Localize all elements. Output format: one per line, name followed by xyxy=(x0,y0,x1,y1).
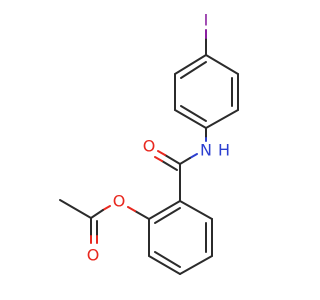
bond-carbonyl-double xyxy=(161,160,178,171)
bond-carbonyl-colored xyxy=(157,150,166,156)
bond-double-inner xyxy=(154,251,181,268)
atom-ester-oxygen: O xyxy=(113,192,126,211)
bond xyxy=(148,255,181,275)
bond xyxy=(174,54,207,75)
atom-carbonyl-oxygen: O xyxy=(143,137,156,156)
bond-double-inner xyxy=(180,105,207,122)
bond-o-c xyxy=(102,205,111,211)
atom-hydrogen: H xyxy=(218,141,230,160)
bond-double-inner xyxy=(180,61,207,79)
bond-ring-o xyxy=(134,210,150,220)
bond xyxy=(179,200,213,220)
bond-carbonyl xyxy=(164,154,181,165)
bond-double-inner xyxy=(154,207,181,224)
bond xyxy=(179,255,213,275)
bond-ring-o-colored xyxy=(127,206,136,212)
bond xyxy=(205,54,239,75)
bond-carbonyl-double-colored xyxy=(154,156,163,162)
bond xyxy=(148,200,181,220)
atom-iodine: I xyxy=(204,11,209,30)
bond-o-c-dark xyxy=(90,209,104,219)
bond-n-c xyxy=(189,153,198,159)
bond-methyl xyxy=(59,199,92,219)
bond xyxy=(205,109,239,129)
atom-acetyl-oxygen: O xyxy=(87,246,100,265)
iodophenyl-ring xyxy=(174,54,239,129)
molecule-structure: I N H O O O xyxy=(59,11,239,275)
bond-n-c-dark xyxy=(179,157,191,165)
benzoate-ring xyxy=(148,200,213,275)
atom-nitrogen: N xyxy=(200,141,212,160)
bond xyxy=(174,109,207,129)
